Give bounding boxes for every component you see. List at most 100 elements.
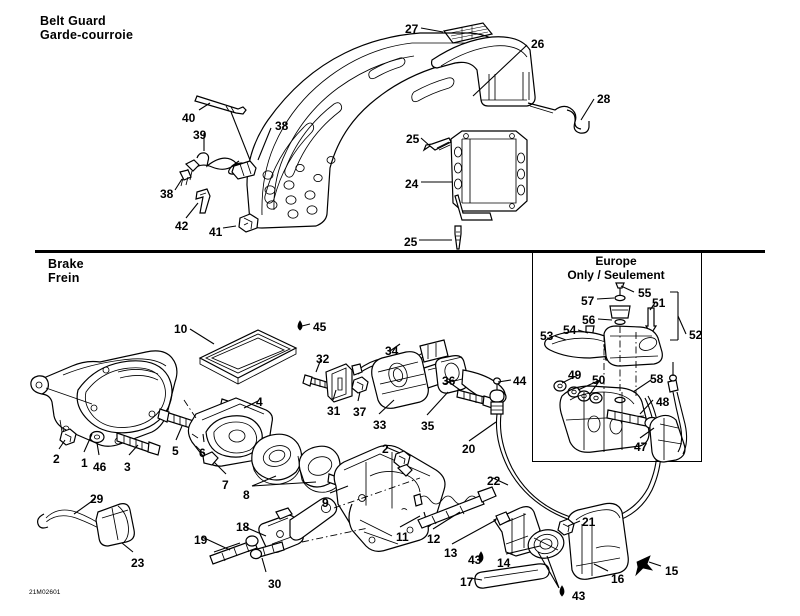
callout-8: 8 bbox=[243, 488, 250, 502]
callout-34: 34 bbox=[385, 344, 399, 358]
callout-14: 14 bbox=[497, 556, 511, 570]
callout-35: 35 bbox=[421, 419, 435, 433]
belt-guard-leader-lines bbox=[174, 27, 595, 241]
belt-guard-clip-42 bbox=[195, 188, 211, 214]
callout-52: 52 bbox=[689, 328, 703, 342]
callout-32: 32 bbox=[316, 352, 330, 366]
callout-19: 19 bbox=[194, 533, 208, 547]
europe-master-cylinder-assembly bbox=[544, 282, 688, 463]
callout-56: 56 bbox=[582, 313, 596, 327]
callout-51: 51 bbox=[652, 296, 666, 310]
callout-58: 58 bbox=[650, 372, 664, 386]
brake-bolt-3 bbox=[116, 432, 161, 456]
callout-50: 50 bbox=[592, 373, 606, 387]
callout-7: 7 bbox=[222, 478, 229, 492]
brake-frame-11 bbox=[333, 444, 446, 552]
belt-guard-screw-25-bottom bbox=[454, 225, 462, 250]
callout-15: 15 bbox=[665, 564, 679, 578]
callout-33: 33 bbox=[373, 418, 387, 432]
callout-26: 26 bbox=[531, 37, 545, 51]
callout-10: 10 bbox=[174, 322, 188, 336]
callout-22: 22 bbox=[487, 474, 501, 488]
callout-57: 57 bbox=[581, 294, 595, 308]
callout-43a: 43 bbox=[468, 553, 482, 567]
callout-37: 37 bbox=[353, 405, 367, 419]
callout-46: 46 bbox=[93, 460, 107, 474]
belt-guard-hook-28 bbox=[527, 102, 590, 134]
callout-2a: 2 bbox=[53, 452, 60, 466]
callout-41: 41 bbox=[209, 225, 223, 239]
brake-leader-lines bbox=[58, 323, 662, 589]
brake-nut-21 bbox=[557, 518, 575, 536]
callout-30: 30 bbox=[268, 577, 282, 591]
belt-guard-fastener-38b bbox=[179, 169, 192, 187]
brake-nut-2b bbox=[393, 450, 411, 468]
callout-23: 23 bbox=[131, 556, 145, 570]
brake-alignment-dashes bbox=[183, 399, 421, 543]
callout-48: 48 bbox=[656, 395, 670, 409]
callout-11: 11 bbox=[396, 530, 409, 544]
brake-washer-46 bbox=[89, 430, 105, 444]
brake-pad-8a bbox=[251, 433, 303, 485]
callout-27: 27 bbox=[405, 22, 419, 36]
brake-pedal-bracket-18 bbox=[258, 497, 338, 554]
belt-guard-body bbox=[246, 32, 506, 229]
callout-49: 49 bbox=[568, 368, 582, 382]
brake-rod-19 bbox=[209, 535, 259, 565]
brake-clip-23 bbox=[95, 503, 135, 547]
brake-housing-1 bbox=[30, 350, 178, 447]
brake-nut-37 bbox=[351, 376, 369, 394]
callout-16: 16 bbox=[611, 572, 625, 586]
section-divider bbox=[35, 250, 765, 253]
belt-guard-support-bracket-24 bbox=[450, 130, 528, 221]
europe-leader-lines bbox=[554, 285, 687, 439]
callout-44: 44 bbox=[513, 374, 527, 388]
callout-1: 1 bbox=[81, 456, 88, 470]
callout-28: 28 bbox=[597, 92, 611, 106]
brake-nut-2a bbox=[59, 428, 77, 446]
brake-master-cylinder-33 bbox=[371, 351, 441, 409]
callout-38a: 38 bbox=[275, 119, 289, 133]
brake-marker-45 bbox=[297, 320, 303, 331]
callout-55: 55 bbox=[638, 286, 652, 300]
brake-switch-bracket-31 bbox=[325, 363, 353, 403]
callout-25a: 25 bbox=[406, 132, 420, 146]
brake-marker-15-arrow bbox=[635, 555, 654, 577]
belt-guard-nut-41 bbox=[238, 213, 259, 233]
brake-bolt-32 bbox=[302, 374, 331, 390]
callout-5: 5 bbox=[172, 444, 179, 458]
callout-12: 12 bbox=[427, 532, 441, 546]
brake-rod-22 bbox=[417, 486, 497, 529]
brake-housing-16 bbox=[567, 502, 629, 580]
belt-guard-section-heading: Belt Guard Garde-courroie bbox=[40, 14, 134, 42]
brake-spring-12 bbox=[413, 493, 479, 507]
callout-3: 3 bbox=[124, 460, 131, 474]
callout-40: 40 bbox=[182, 111, 196, 125]
europe-only-inset-box bbox=[532, 252, 702, 462]
callout-20: 20 bbox=[462, 442, 476, 456]
brake-roller-14 bbox=[527, 529, 565, 559]
belt-guard-decal bbox=[442, 22, 494, 44]
belt-guard-cable-39 bbox=[184, 152, 250, 181]
brake-marker-43b bbox=[559, 585, 565, 597]
brake-gasket-10 bbox=[198, 329, 298, 385]
callout-4: 4 bbox=[256, 395, 263, 409]
callout-39: 39 bbox=[193, 128, 207, 142]
callout-24: 24 bbox=[405, 177, 419, 191]
callout-29: 29 bbox=[90, 492, 104, 506]
callout-53: 53 bbox=[540, 329, 554, 343]
callout-43b: 43 bbox=[572, 589, 586, 603]
callout-31: 31 bbox=[327, 404, 341, 418]
callout-2b: 2 bbox=[382, 442, 389, 456]
callout-45: 45 bbox=[313, 320, 327, 334]
belt-guard-screw-25-top bbox=[422, 137, 452, 152]
europe-only-inset-heading: Europe Only / Seulement bbox=[567, 254, 665, 282]
diagram-footer-code: 21M02601 bbox=[29, 589, 61, 596]
callout-42: 42 bbox=[175, 219, 189, 233]
callout-18: 18 bbox=[236, 520, 250, 534]
callout-21: 21 bbox=[582, 515, 596, 529]
callout-54: 54 bbox=[563, 323, 577, 337]
callout-6: 6 bbox=[199, 446, 206, 460]
